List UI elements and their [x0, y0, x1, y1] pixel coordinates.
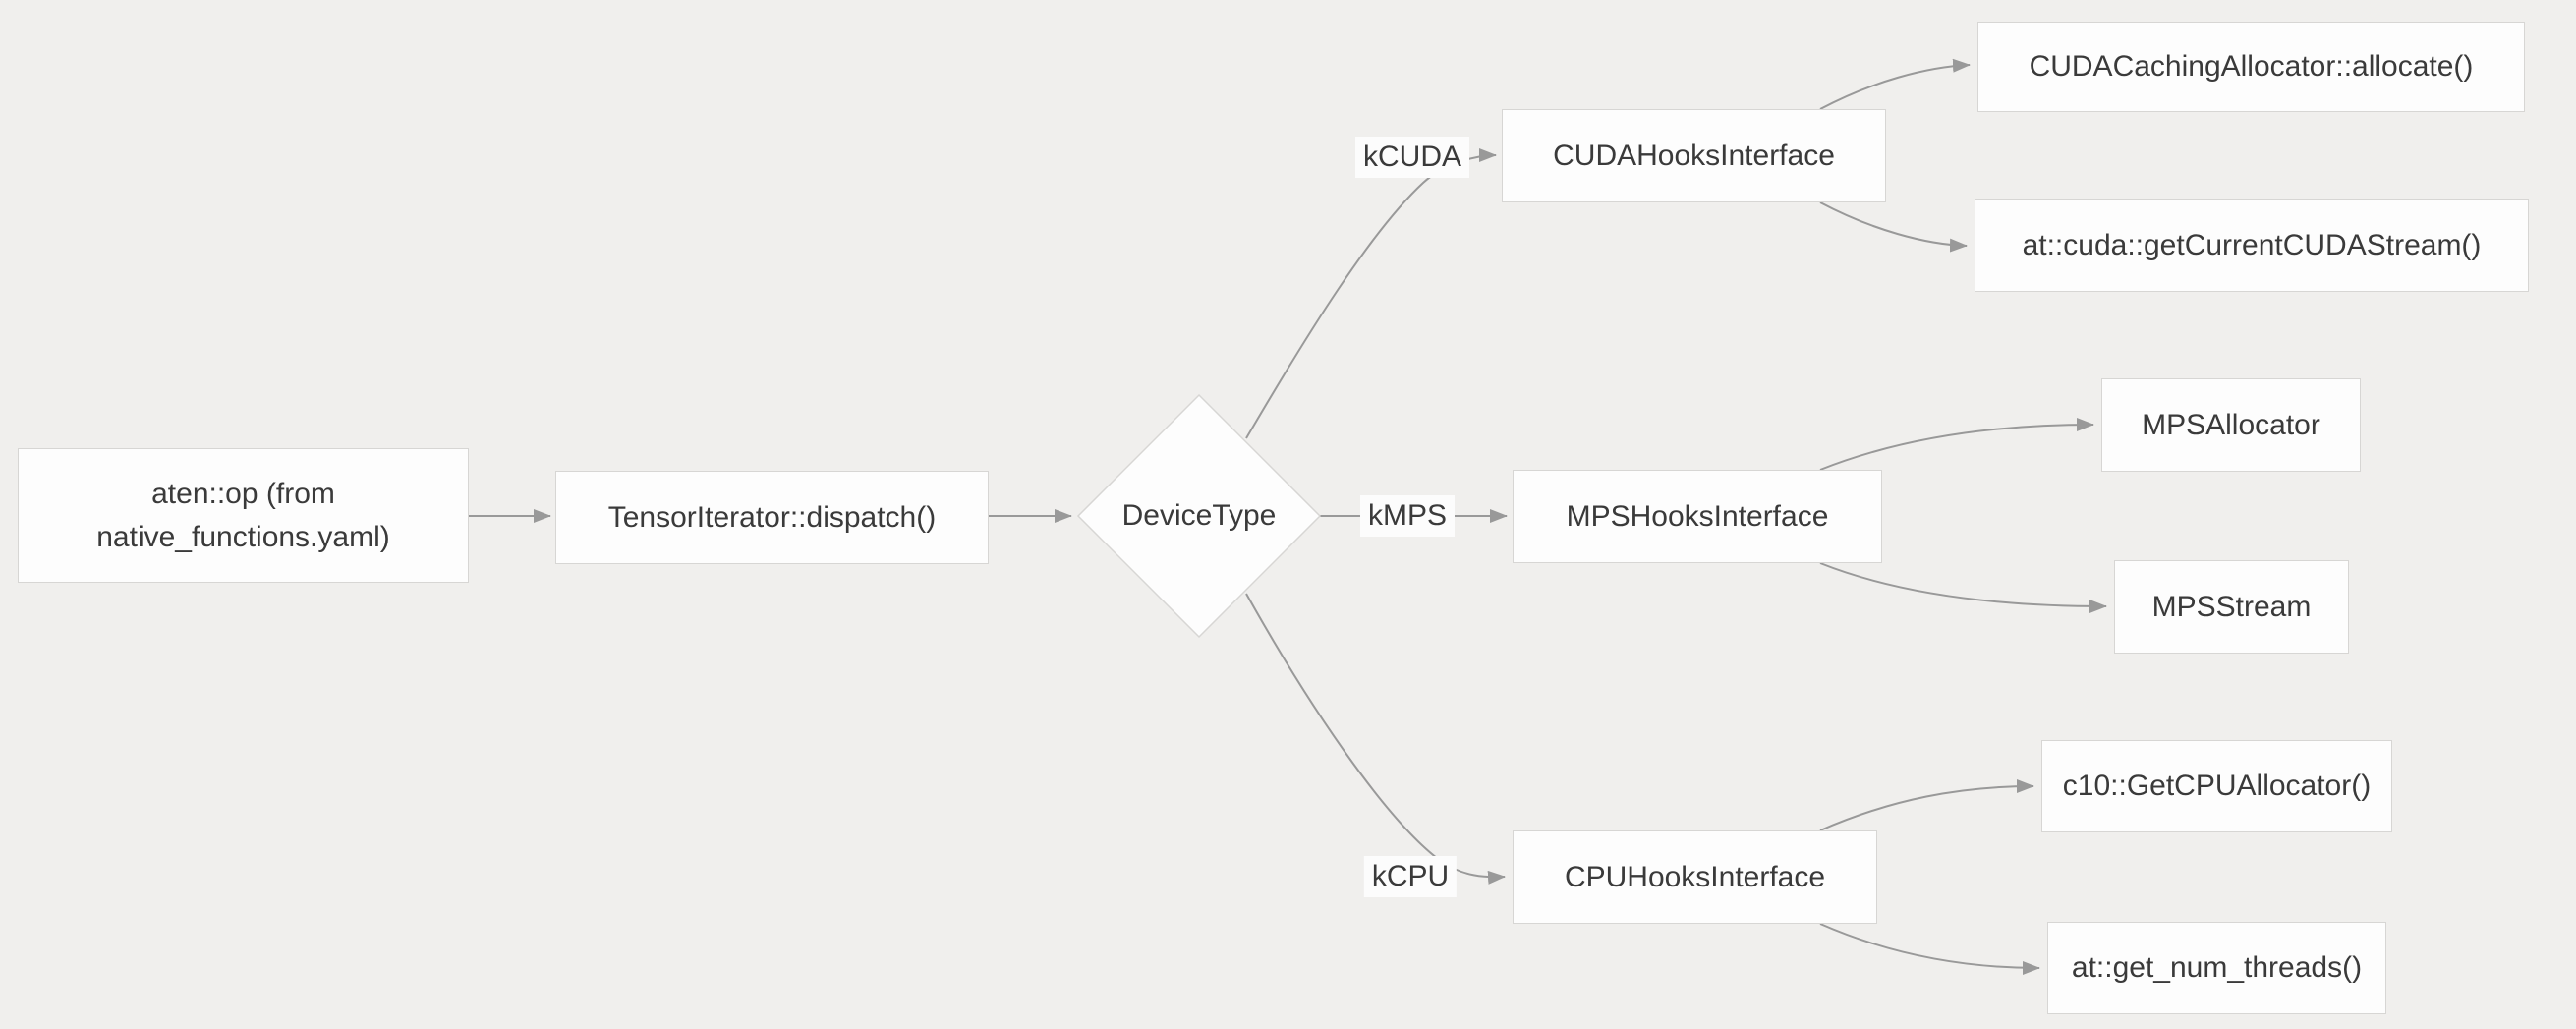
edge-cudahooks-to-allocate — [1819, 58, 1971, 110]
edge-mpshooks-to-stream — [1819, 562, 2107, 613]
node-cpuhooksinterface: CPUHooksInterface — [1513, 830, 1877, 924]
node-devicetype-label: DeviceType — [1121, 499, 1277, 532]
node-aten-op: aten::op (from native_functions.yaml) — [18, 448, 469, 583]
node-cudahooksinterface: CUDAHooksInterface — [1502, 109, 1886, 202]
devicetype-diamond-shape — [1076, 393, 1322, 639]
edge-label-kcuda: kCUDA — [1354, 137, 1470, 178]
node-tensoriterator-dispatch: TensorIterator::dispatch() — [555, 471, 989, 564]
node-cudacachingallocator-allocate: CUDACachingAllocator::allocate() — [1977, 22, 2525, 112]
edge-label-kmps: kMPS — [1359, 495, 1456, 537]
node-get-num-threads: at::get_num_threads() — [2047, 922, 2386, 1014]
edge-devicetype-to-cpuhooks — [1245, 593, 1506, 885]
edge-label-kcpu: kCPU — [1363, 856, 1458, 897]
edge-devicetype-to-cudahooks — [1245, 148, 1497, 439]
node-getcurrentcudastream: at::cuda::getCurrentCUDAStream() — [1975, 199, 2529, 292]
node-getcpuallocator: c10::GetCPUAllocator() — [2041, 740, 2392, 832]
node-mpsallocator: MPSAllocator — [2101, 378, 2361, 472]
edge-cudahooks-to-stream — [1819, 201, 1968, 253]
edge-mpshooks-to-allocator — [1819, 418, 2094, 471]
node-mpsstream: MPSStream — [2114, 560, 2349, 654]
edge-cpuhooks-to-allocator — [1819, 779, 2034, 831]
node-mpshooksinterface: MPSHooksInterface — [1513, 470, 1882, 563]
edge-cpuhooks-to-threads — [1819, 923, 2040, 975]
